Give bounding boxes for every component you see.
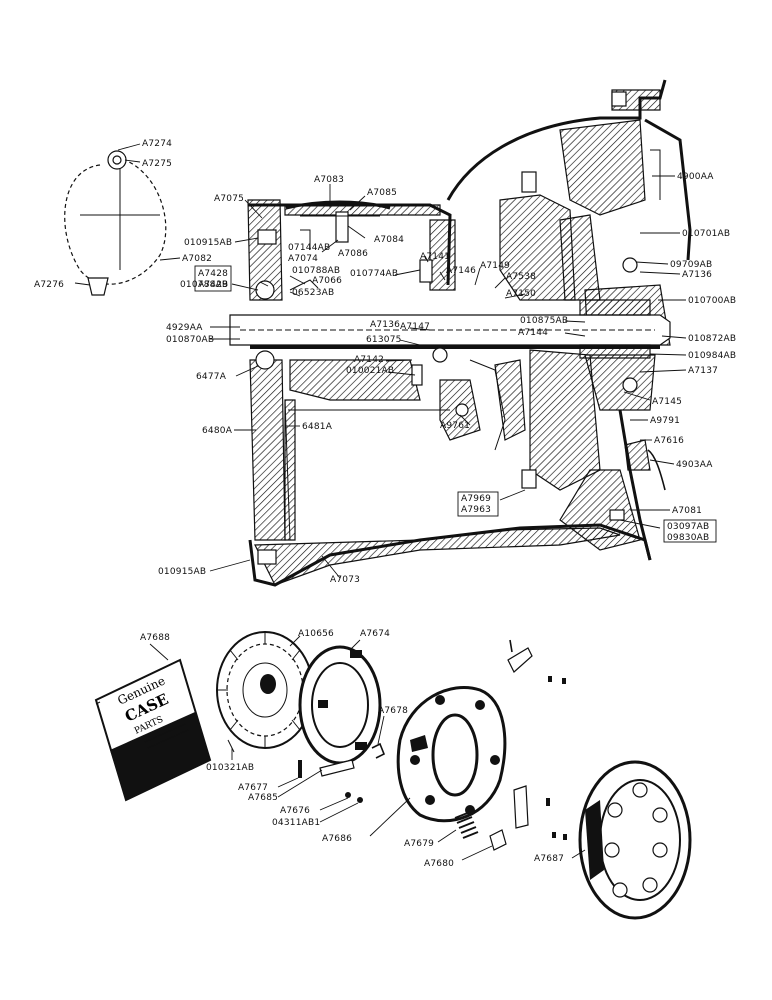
- label-a7149: A7149: [480, 261, 510, 271]
- label-010875ab: 010875AB: [520, 316, 568, 326]
- label-a7687: A7687: [534, 854, 564, 864]
- label-010915ab-bot: 010915AB: [158, 567, 206, 577]
- part-labels: A7274 A7275 A7082 A7276 A7075 A7083 A708…: [34, 139, 736, 869]
- label-a7963: A7963: [461, 505, 491, 515]
- label-a7146: A7146: [446, 266, 476, 276]
- label-a7429: A7429: [198, 280, 228, 290]
- label-a7081: A7081: [672, 506, 702, 516]
- label-a7141: A7141: [420, 252, 450, 262]
- label-a7676: A7676: [280, 806, 310, 816]
- label-010984ab: 010984AB: [688, 351, 736, 361]
- label-a7274: A7274: [142, 139, 172, 149]
- label-a7150: A7150: [506, 289, 536, 299]
- label-4900aa: 4900AA: [677, 172, 714, 182]
- label-a7616: A7616: [654, 436, 684, 446]
- label-a7083: A7083: [314, 175, 344, 185]
- clutch-disc: [216, 631, 314, 749]
- label-a7144: A7144: [518, 328, 548, 338]
- label-a7084: A7084: [374, 235, 404, 245]
- label-a7137: A7137: [688, 366, 718, 376]
- label-010700ab: 010700AB: [688, 296, 736, 306]
- label-010774ab: 010774AB: [350, 269, 398, 279]
- spring: [454, 811, 479, 839]
- label-a7073: A7073: [330, 575, 360, 585]
- label-06523ab: 06523AB: [292, 288, 334, 298]
- pressure-plate: [298, 645, 382, 765]
- housing-cross-section: [64, 79, 692, 587]
- label-010870ab: 010870AB: [166, 335, 214, 345]
- label-a7145: A7145: [652, 397, 682, 407]
- label-a7086: A7086: [338, 249, 368, 259]
- label-a7677: A7677: [238, 783, 268, 793]
- label-04311ab1: 04311AB1: [272, 818, 320, 828]
- label-a7066: A7066: [312, 276, 342, 286]
- label-07144ab: 07144AB: [288, 243, 330, 253]
- label-010872ab: 010872AB: [688, 334, 736, 344]
- label-a7680: A7680: [424, 859, 454, 869]
- leader-lines-bottom: [149, 635, 586, 861]
- label-a7085: A7085: [367, 188, 397, 198]
- label-4929aa: 4929AA: [166, 323, 203, 333]
- label-010915ab-top: 010915AB: [184, 238, 232, 248]
- label-a7136-right: A7136: [682, 270, 712, 280]
- label-09709ab: 09709AB: [670, 260, 712, 270]
- label-09830ab: 09830AB: [667, 533, 709, 543]
- exploded-parts: Genuine CASE PARTS: [94, 631, 692, 920]
- label-a7674: A7674: [360, 629, 390, 639]
- label-a7074: A7074: [288, 254, 318, 264]
- label-a7147: A7147: [400, 322, 430, 332]
- label-010788ab-a: 010788AB: [292, 266, 340, 276]
- label-a7428: A7428: [198, 269, 228, 279]
- label-a7679: A7679: [404, 839, 434, 849]
- label-010788ab-b: 010788AB: [180, 280, 228, 290]
- label-a7136-mid: A7136: [370, 320, 400, 330]
- label-010701ab: 010701AB: [682, 229, 730, 239]
- label-a7686: A7686: [322, 834, 352, 844]
- label-6480a: 6480A: [202, 426, 233, 436]
- label-a7082: A7082: [182, 254, 212, 264]
- label-6477a: 6477A: [196, 372, 227, 382]
- label-010021ab: 010021AB: [346, 366, 394, 376]
- label-6481a: 6481A: [302, 422, 333, 432]
- label-a7969: A7969: [461, 494, 491, 504]
- clutch-cover: [396, 685, 507, 823]
- label-a7538: A7538: [506, 272, 536, 282]
- label-a9761: A9761: [440, 421, 470, 431]
- label-a7678: A7678: [378, 706, 408, 716]
- label-a7275: A7275: [142, 159, 172, 169]
- label-a10656: A10656: [298, 629, 334, 639]
- label-a7142: A7142: [354, 355, 384, 365]
- label-03097ab: 03097AB: [667, 522, 709, 532]
- label-a9791: A9791: [650, 416, 680, 426]
- label-a7685: A7685: [248, 793, 278, 803]
- label-a7276: A7276: [34, 280, 64, 290]
- flywheel-plate: [578, 760, 692, 920]
- label-a7688: A7688: [140, 633, 170, 643]
- label-a7075: A7075: [214, 194, 244, 204]
- label-010321ab: 010321AB: [206, 763, 254, 773]
- label-613075: 613075: [366, 335, 402, 345]
- parts-book: Genuine CASE PARTS: [94, 658, 212, 802]
- label-4903aa: 4903AA: [676, 460, 713, 470]
- leader-lines-top: [74, 143, 687, 579]
